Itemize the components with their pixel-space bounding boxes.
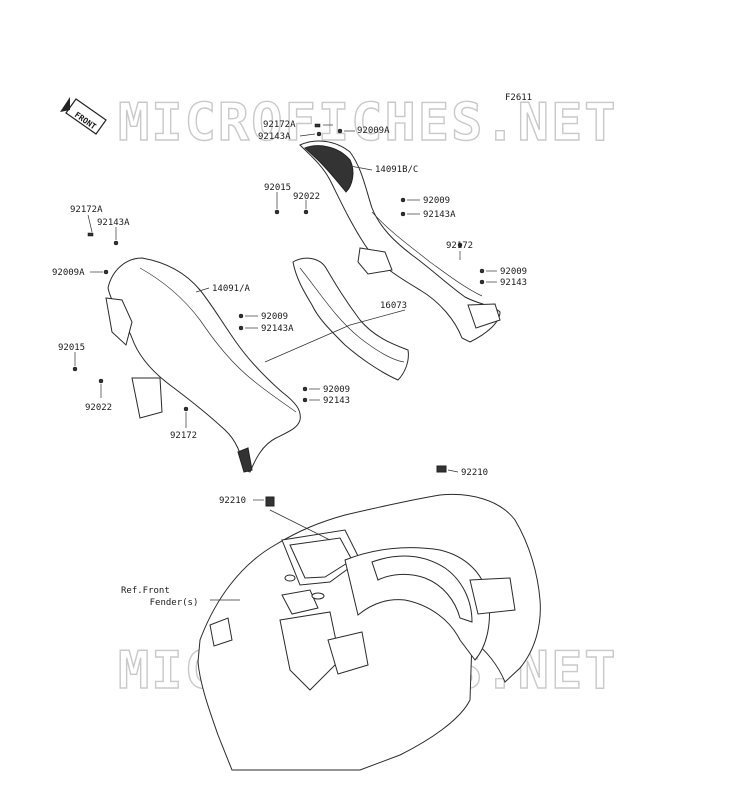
callout-92143-right: 92143 <box>500 278 527 288</box>
callout-92143a-left: 92143A <box>97 218 130 228</box>
panel-16073 <box>292 257 409 381</box>
callout-92022-left: 92022 <box>85 403 112 413</box>
reference-note-line-1: Ref.Front <box>121 586 170 596</box>
callout-92172-left: 92172 <box>170 431 197 441</box>
callout-14091b-c: 14091B/C <box>375 165 418 175</box>
cover-14091b-c <box>299 140 501 343</box>
callout-92143a-right: 92143A <box>423 210 456 220</box>
callout-92015-upper: 92015 <box>264 183 291 193</box>
callout-92143-lower: 92143 <box>323 396 350 406</box>
leader-lines <box>74 124 497 601</box>
callout-92143a-mid: 92143A <box>261 324 294 334</box>
figure-code: F2611 <box>505 93 532 103</box>
cover-14091-a <box>105 257 301 473</box>
front-arrow-icon: FRONT <box>60 97 107 135</box>
callout-92009a-upper: 92009A <box>357 126 390 136</box>
callout-92210-left: 92210 <box>219 496 246 506</box>
watermark-top: MICROFICHES.NET <box>118 93 618 153</box>
callout-92172a-upper: 92172A <box>263 120 296 130</box>
callout-92210-right: 92210 <box>461 468 488 478</box>
fastener-icons <box>72 123 485 412</box>
callout-92015-left: 92015 <box>58 343 85 353</box>
callout-92009-lower: 92009 <box>323 385 350 395</box>
callout-92009-right: 92009 <box>500 267 527 277</box>
callout-92172-upper: 92172 <box>446 241 473 251</box>
callout-92009-upper: 92009 <box>423 196 450 206</box>
callout-92022-upper: 92022 <box>293 192 320 202</box>
callout-92009-mid: 92009 <box>261 312 288 322</box>
reference-note-line-2: Fender(s) <box>150 598 199 608</box>
callout-16073: 16073 <box>380 301 407 311</box>
front-fender-reference <box>197 493 541 771</box>
clip-92210-left-icon <box>265 496 275 507</box>
callout-92009a-left: 92009A <box>52 268 85 278</box>
callout-92143a-upper: 92143A <box>258 132 291 142</box>
clip-92210-right-icon <box>436 465 447 473</box>
callout-92172a-left: 92172A <box>70 205 103 215</box>
callout-labels: 92172A 92143A 92009A 14091B/C 92015 9202… <box>52 120 527 506</box>
callout-14091-a: 14091/A <box>212 284 251 294</box>
